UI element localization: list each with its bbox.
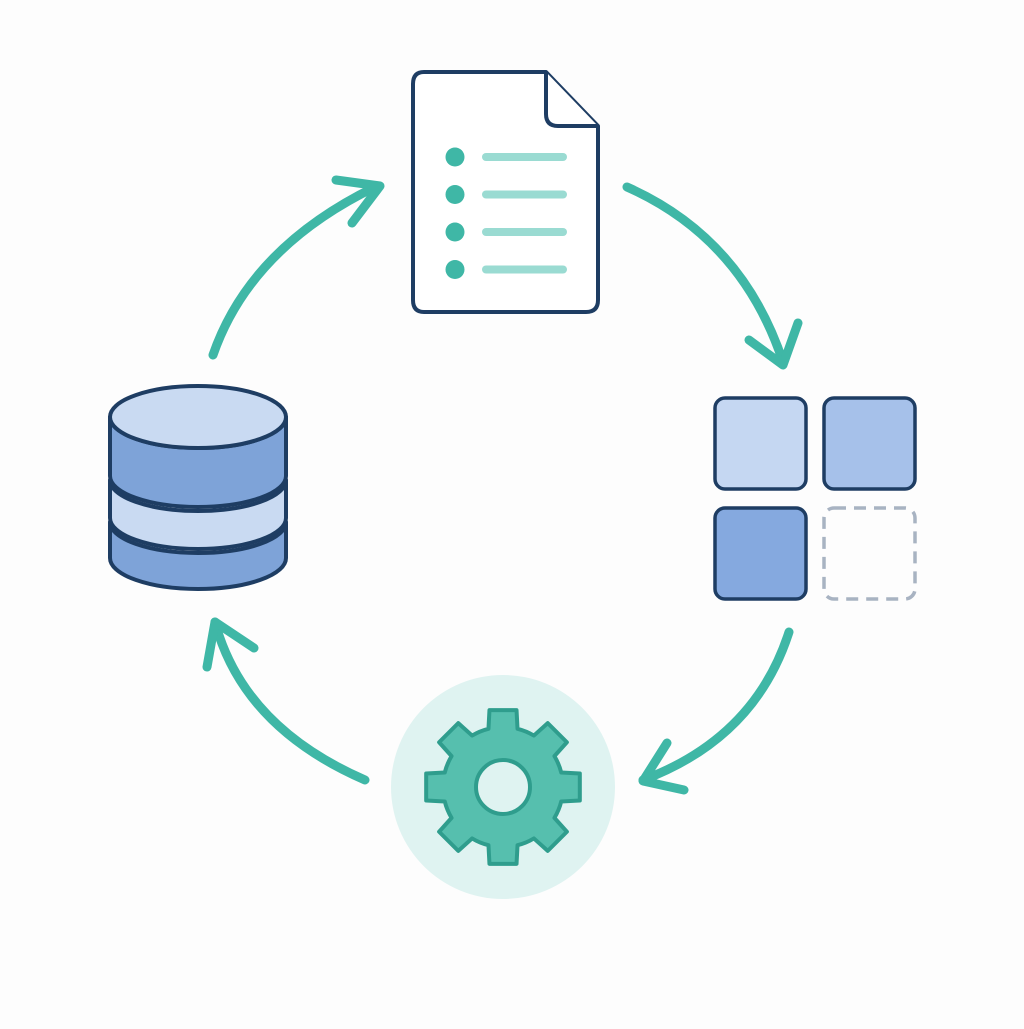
arrow-blocks-to-processing [638,627,794,795]
blocks-grid-icon [713,396,917,601]
block-tile-top-right [822,396,917,491]
gear-shape [424,708,582,866]
arrow-processing-to-database [202,617,370,785]
block-tile-bottom-left [713,506,808,601]
document-fold [544,72,598,128]
database-layer-bottom [108,520,288,591]
database-top-cap [108,384,288,450]
block-tile-empty-placeholder [822,506,917,601]
bullet-dot [445,185,465,204]
gear-halo [391,675,615,899]
database-layer-middle [108,478,288,551]
database-icon [108,384,288,591]
gear-icon [424,708,582,866]
bullet-dot [445,260,465,279]
document-bullet-list [445,147,567,279]
arrow-document-to-blocks [622,182,803,370]
bullet-dot [445,222,465,242]
document-icon [411,70,600,314]
arrow-database-to-document [208,175,385,360]
bullet-dot [445,147,465,167]
arrows-group [202,175,803,795]
block-tile-top-left [713,396,808,491]
gear-node [391,675,615,899]
